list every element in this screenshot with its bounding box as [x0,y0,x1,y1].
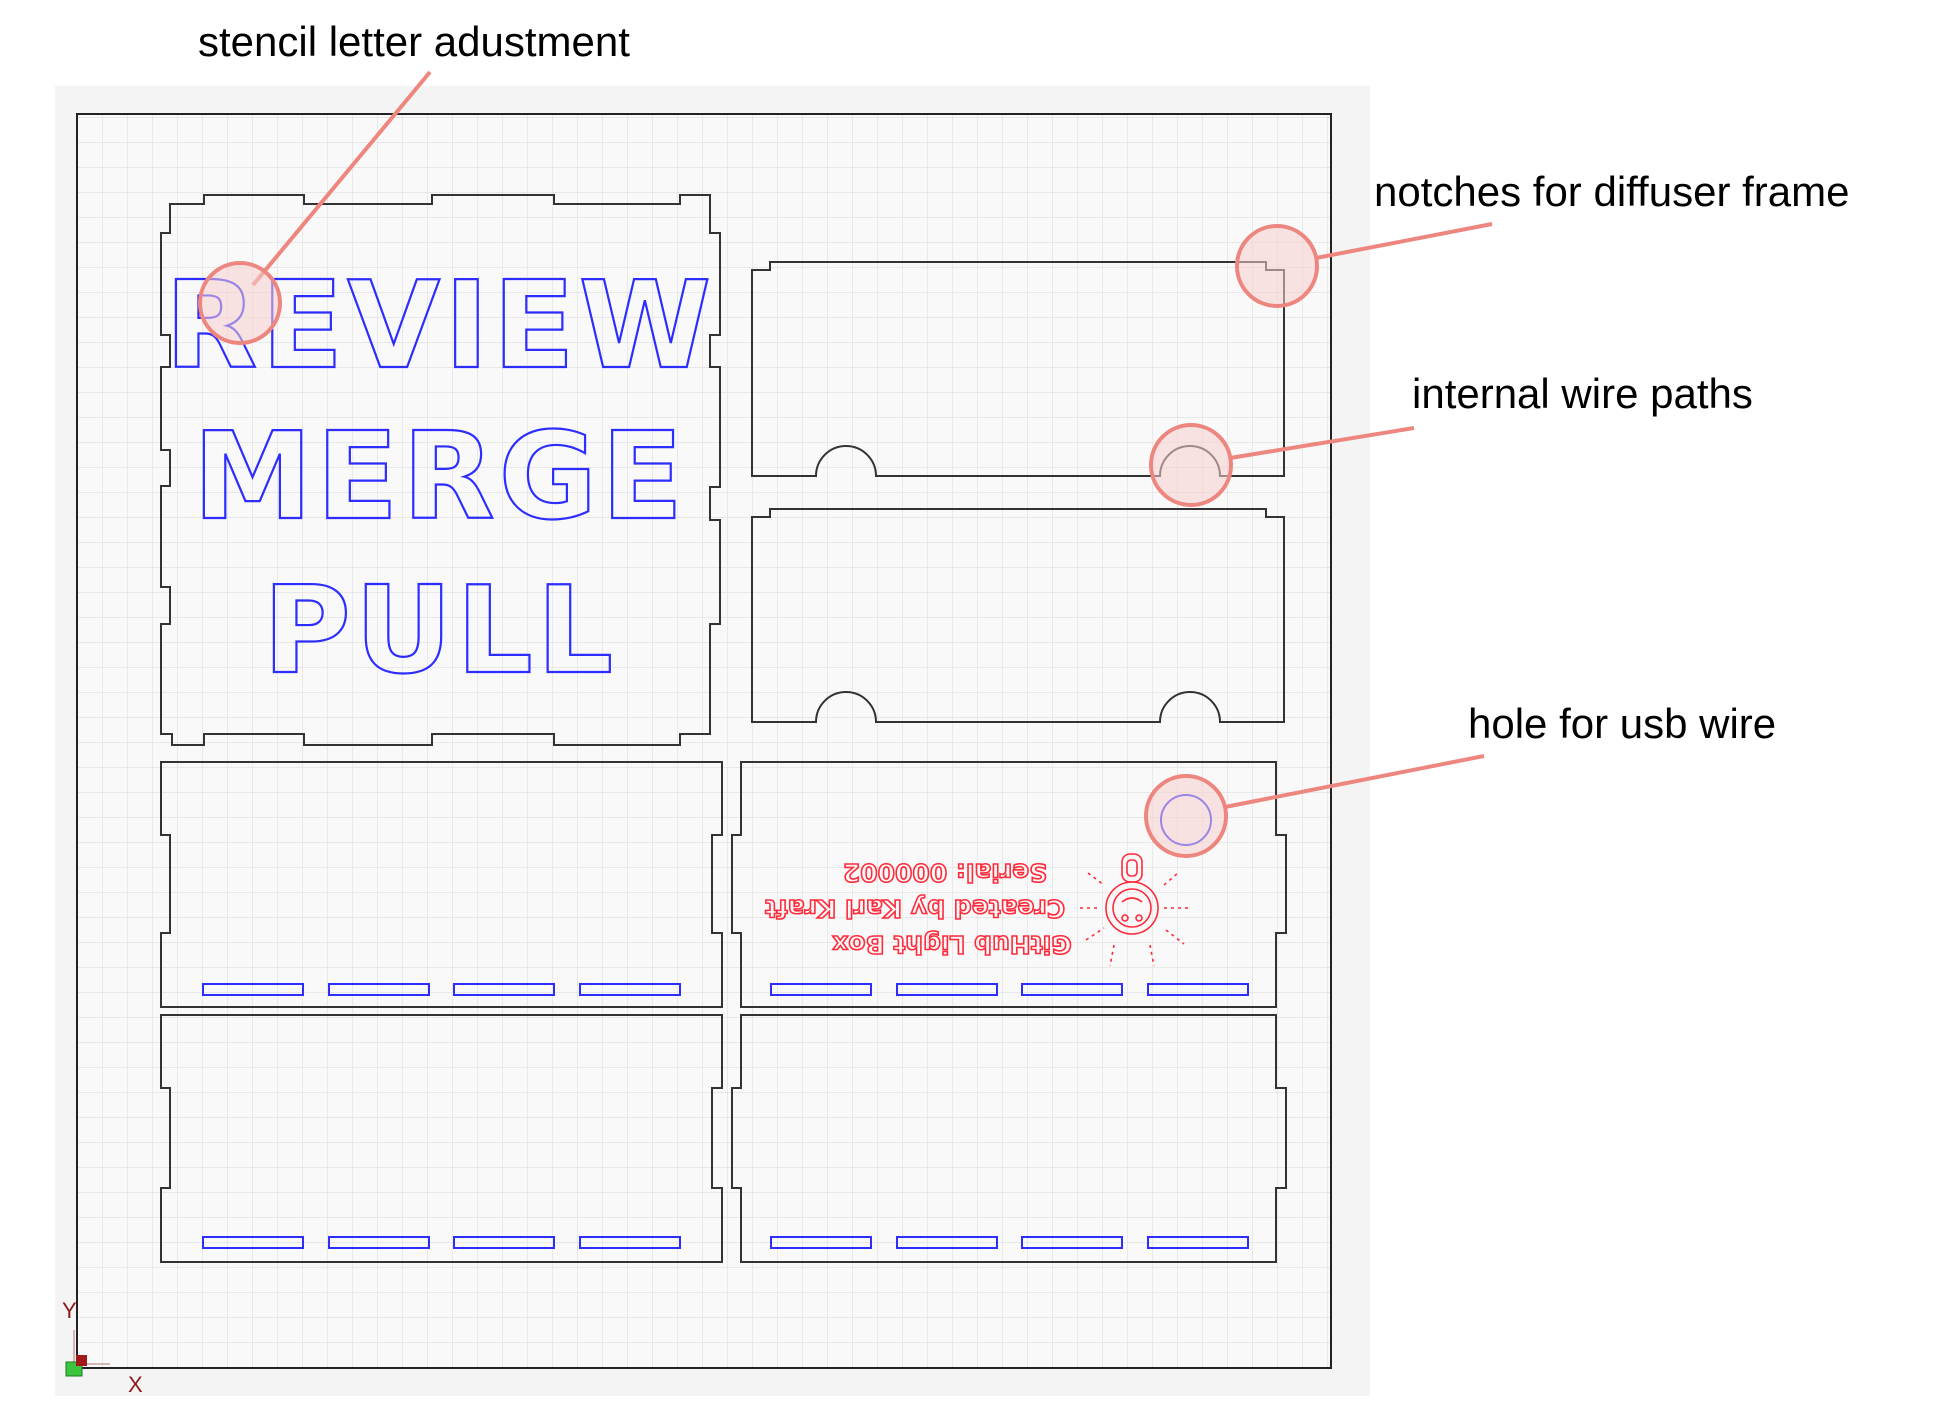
grid-lines [77,114,1331,1368]
slot [1021,1236,1123,1249]
callout-stencil-label: stencil letter adustment [198,18,630,65]
callout-stencil-marker [198,261,282,345]
callout-notches-label: notches for diffuser frame [1374,168,1849,215]
slot [896,983,998,996]
callout-notches-marker [1235,224,1319,308]
callout-notches: notches for diffuser frame [1235,168,1849,308]
callout-wire-paths-marker [1149,423,1233,507]
slot-row-a [202,983,681,996]
slot [328,983,430,996]
axis-y-label: Y [62,1298,77,1323]
engraving-line-3: Serial: 000002 [843,858,1047,887]
bottom-left-panel-a-outline [160,761,723,1008]
engraving-line-2: Created by Karl Kraft [765,894,1065,923]
slot-row-d [770,1236,1249,1249]
slot [453,983,555,996]
slot [328,1236,430,1249]
stencil-word-3: PULL [263,562,617,701]
origin-marker-red [76,1355,87,1366]
axis-indicator: Y X [62,1298,143,1397]
callout-usb-hole-marker [1144,774,1228,858]
slot [453,1236,555,1249]
slot [1021,983,1123,996]
slot [770,1236,872,1249]
stencil-word-2: MERGE [193,408,687,547]
bottom-right-panel-a-outline [731,761,1287,1008]
engraving-line-1: GitHub Light Box [832,930,1072,959]
slot-row-b [770,983,1249,996]
bottom-left-panel-b-outline [160,1014,723,1263]
slot [770,983,872,996]
slot [1147,983,1249,996]
light-bulb-icon [1080,853,1190,967]
front-panel-outline [160,194,721,746]
axis-x-label: X [128,1372,143,1397]
side-panel-middle-outline [751,508,1285,723]
callout-usb-hole: hole for usb wire [1144,700,1776,858]
slot-row-c [202,1236,681,1249]
callout-wire-paths-label: internal wire paths [1412,370,1753,417]
slot [202,1236,304,1249]
engraving-block: GitHub Light Box Created by Karl Kraft S… [764,857,1073,960]
slot [202,983,304,996]
slot [896,1236,998,1249]
callout-stencil: stencil letter adustment [198,18,630,345]
slot [579,983,681,996]
callout-wire-paths: internal wire paths [1149,370,1753,507]
callout-usb-hole-label: hole for usb wire [1468,700,1776,747]
slot [1147,1236,1249,1249]
slot [579,1236,681,1249]
work-area-border [76,113,1332,1369]
bottom-right-panel-b-outline [731,1014,1287,1263]
